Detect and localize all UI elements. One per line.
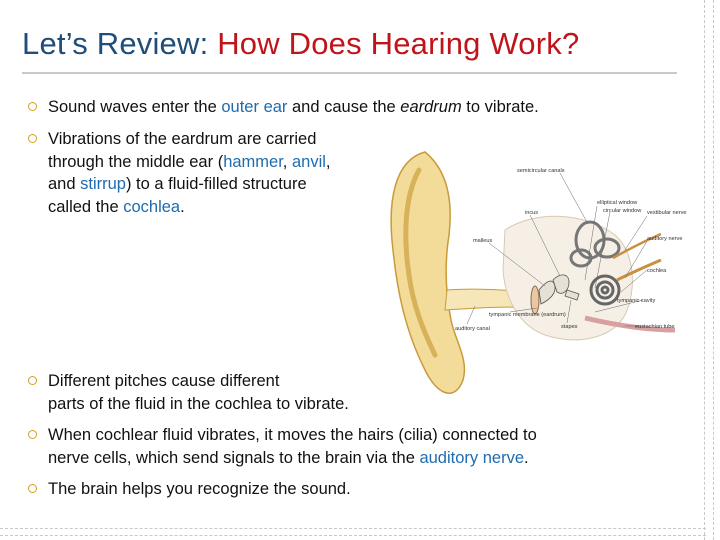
label-malleus: malleus [473, 238, 492, 244]
label-incus: incus [525, 210, 538, 216]
text-run: ) to a fluid-filled structure [125, 175, 307, 193]
cochlea-shape [589, 274, 621, 306]
label-eustachian-tube: eustachian tube [635, 324, 675, 330]
bullet-line: Different pitches cause different [48, 370, 349, 393]
title-question: How Does Hearing Work? [217, 26, 580, 61]
outer-ear-inner-fold [403, 167, 438, 358]
bullet-marker-icon [28, 484, 37, 493]
bullet-line: nerve cells, which send signals to the b… [48, 447, 537, 470]
ear-anatomy-diagram: semicircular canals elliptical window ci… [385, 140, 690, 405]
bullet-line: and stirrup) to a fluid-filled structure [48, 173, 331, 196]
stapes-shape [564, 289, 580, 301]
text-run: to vibrate. [461, 98, 539, 116]
text-run: Different pitches cause different [48, 372, 280, 390]
title-divider [22, 72, 677, 74]
highlighted-term: outer ear [221, 98, 288, 116]
bullet-text: When cochlear fluid vibrates, it moves t… [48, 424, 537, 469]
text-run: , [282, 152, 292, 171]
bullet-text: Different pitches cause different parts o… [48, 370, 349, 415]
label-stapes: stapes [561, 324, 578, 330]
label-semicircular-canals: semicircular canals [517, 168, 565, 174]
label-elliptical-window: elliptical window [597, 200, 638, 206]
text-run: , [325, 152, 331, 171]
label-circular-window: circular window [603, 208, 642, 214]
label-tympanic-membrane: tympanic membrane (eardrum) [489, 312, 566, 318]
highlighted-term: stirrup [80, 175, 126, 193]
bullet-marker-icon [28, 134, 37, 143]
slide-frame-bottom [0, 528, 706, 536]
outer-ear-shape [390, 151, 466, 394]
highlighted-term: cochlea [123, 197, 181, 216]
bullet-marker-icon [28, 376, 37, 385]
bullet-line: through the middle ear (hammer, anvil, [48, 151, 331, 174]
label-cochlea: cochlea [647, 268, 667, 274]
label-auditory-nerve: auditory nerve [647, 236, 682, 242]
bullet-text: Sound waves enter the outer ear and caus… [48, 96, 539, 119]
label-auditory-canal: auditory canal [455, 326, 490, 332]
text-run: . [524, 448, 529, 467]
eardrum-shape [530, 285, 540, 315]
text-run: nerve cells, which send signals to the b… [48, 448, 420, 467]
text-run: When cochlear fluid vibrates, it moves t… [48, 426, 537, 444]
text-run: The brain helps you recognize the sound. [48, 480, 351, 498]
text-run: and [48, 175, 81, 193]
bullet-line: The brain helps you recognize the sound. [48, 478, 351, 501]
slide-frame-right [704, 0, 714, 540]
text-run: . [180, 197, 185, 216]
ear-anatomy-svg: semicircular canals elliptical window ci… [390, 151, 687, 394]
title-prefix: Let’s Review: [22, 26, 218, 61]
highlighted-term: hammer [223, 152, 283, 171]
label-vestibular-nerve: vestibular nerve [647, 210, 687, 216]
slide-title: Let’s Review: How Does Hearing Work? [22, 26, 579, 62]
highlighted-term: anvil [291, 152, 326, 171]
bullet-line: Sound waves enter the outer ear and caus… [48, 96, 539, 119]
text-run: Vibrations of the eardrum are carried [48, 130, 317, 148]
leader-lines [466, 172, 648, 327]
italic-term: eardrum [400, 98, 462, 116]
text-run: and cause the [287, 98, 401, 116]
semicircular-canals-shape [569, 220, 621, 268]
incus-shape [552, 274, 570, 294]
text-run: called the [48, 197, 124, 216]
bullet-marker-icon [28, 430, 37, 439]
auditory-nerve-shape [616, 258, 662, 282]
bullet-marker-icon [28, 102, 37, 111]
bullet-text: Vibrations of the eardrum are carried thr… [48, 128, 331, 218]
bullet-line: parts of the fluid in the cochlea to vib… [48, 393, 349, 416]
highlighted-term: auditory nerve [419, 448, 525, 467]
label-tympanic-cavity: tympanic cavity [617, 298, 655, 304]
vestibular-nerve-shape [612, 232, 662, 260]
text-run: through the middle ear ( [48, 152, 224, 171]
text-run: parts of the fluid in the cochlea to vib… [48, 394, 349, 413]
bullet-text: The brain helps you recognize the sound. [48, 478, 351, 501]
bullet-line: called the cochlea. [48, 196, 331, 219]
bullet-line: Vibrations of the eardrum are carried [48, 128, 331, 151]
bullet-line: When cochlear fluid vibrates, it moves t… [48, 424, 537, 447]
text-run: Sound waves enter the [48, 98, 222, 116]
eustachian-tube-shape [584, 315, 676, 333]
